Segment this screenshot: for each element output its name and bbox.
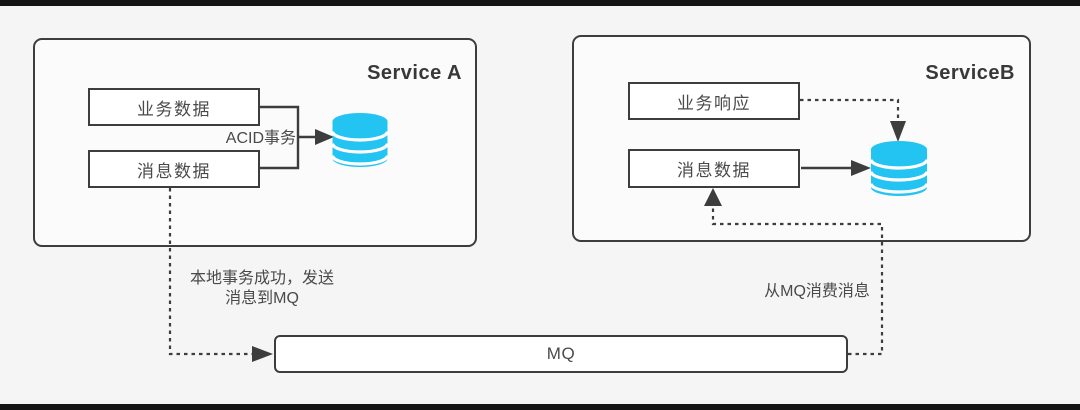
- send-to-mq-label-line1: 本地事务成功，发送: [189, 270, 334, 287]
- bottom-frame-bar: [0, 404, 1080, 410]
- service-a-message-data-box: 消息数据: [88, 150, 260, 188]
- service-b-database-icon: [869, 141, 929, 196]
- service-a-message-data-label: 消息数据: [137, 161, 211, 181]
- top-frame-bar: [0, 0, 1080, 6]
- service-b-message-data-label: 消息数据: [677, 161, 751, 180]
- service-a-title: Service A: [367, 62, 462, 84]
- mq-label: MQ: [546, 344, 576, 363]
- service-b-message-data-box: 消息数据: [628, 149, 800, 188]
- service-b-box: ServiceB: [572, 35, 1031, 242]
- biz-response-arrowhead-icon: [890, 121, 906, 142]
- service-a-business-data-box: 业务数据: [88, 88, 260, 126]
- send-to-mq-arrowhead-icon: [252, 346, 273, 362]
- send-to-mq-label: 本地事务成功，发送 消息到MQ: [162, 269, 362, 309]
- consume-from-mq-arrowhead-icon: [704, 188, 722, 206]
- consume-from-mq-label: 从MQ消费消息: [764, 283, 870, 300]
- consume-from-mq-dashed-line: [711, 207, 884, 356]
- biz-response-dashed-line: [800, 98, 900, 122]
- service-a-business-data-label: 业务数据: [137, 99, 211, 119]
- service-b-business-response-label: 业务响应: [677, 93, 751, 113]
- send-to-mq-label-line2: 消息到MQ: [225, 290, 299, 307]
- service-a-box: Service A: [33, 38, 477, 247]
- service-b-business-response-box: 业务响应: [628, 82, 800, 120]
- acid-transaction-label: ACID事务: [225, 130, 296, 147]
- send-to-mq-dashed-line: [168, 188, 253, 356]
- service-b-title: ServiceB: [925, 62, 1015, 84]
- mq-box: MQ: [274, 335, 848, 373]
- service-a-database-icon: [330, 113, 390, 167]
- msg-to-db-arrowhead-icon: [851, 160, 871, 176]
- acid-arrowhead-icon: [315, 129, 334, 145]
